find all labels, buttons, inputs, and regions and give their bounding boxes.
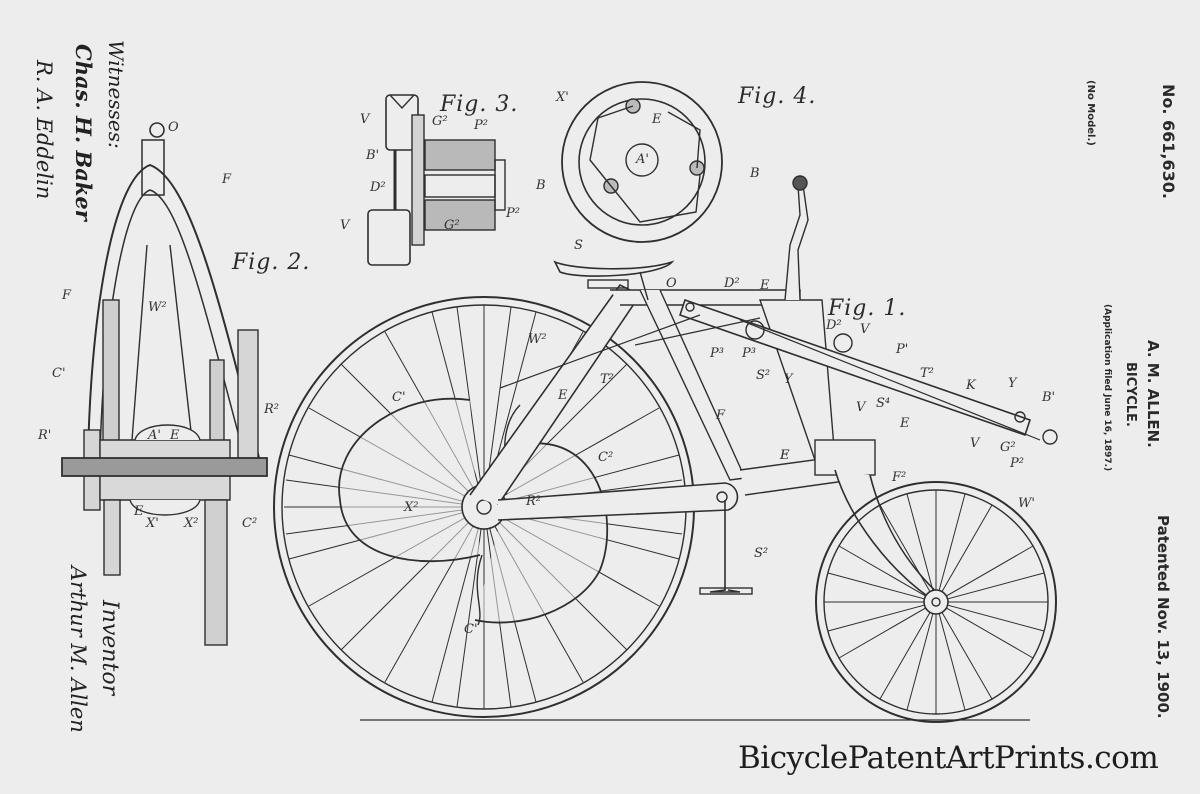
- ref-letter: R²: [264, 402, 279, 417]
- witnesses-label: Witnesses:: [104, 40, 128, 149]
- ref-letter: S⁴: [876, 396, 891, 411]
- ref-letter: W²: [148, 300, 167, 315]
- ref-letter: E: [900, 416, 910, 431]
- ref-letter: E: [558, 388, 568, 403]
- ref-letter: R': [38, 428, 52, 443]
- fig3-pulley-assembly: [367, 94, 506, 266]
- ref-letter: T²: [920, 366, 934, 381]
- ref-letter: E: [134, 504, 144, 519]
- ref-letter: R²: [526, 494, 541, 509]
- ref-letter: B: [536, 178, 546, 193]
- ref-letter: C': [392, 390, 406, 405]
- ref-letter: F: [222, 172, 232, 187]
- ref-letter: S²: [754, 546, 769, 561]
- inventor-signature: Arthur M. Allen: [66, 566, 90, 733]
- witness-signature-1: Chas. H. Baker: [71, 44, 96, 221]
- watermark-website: BicyclePatentArtPrints.com: [738, 740, 1159, 776]
- ref-letter: F: [716, 408, 726, 423]
- fig2-label: Fig. 2.: [232, 250, 311, 275]
- ref-letter: S: [574, 238, 583, 253]
- ref-letter: B': [1042, 390, 1056, 405]
- ref-letter: A': [148, 428, 161, 443]
- fig1-bicycle: [273, 175, 1058, 723]
- ref-letter: V: [340, 218, 350, 233]
- ref-letter: E: [652, 112, 662, 127]
- application-note: (Application filed June 16, 1897.): [1102, 304, 1112, 472]
- ref-letter: C': [464, 622, 478, 637]
- ref-letter: G²: [432, 114, 448, 129]
- ref-letter: O: [666, 276, 677, 291]
- ref-letter: A': [636, 152, 649, 167]
- ref-letter: W': [1018, 496, 1035, 511]
- ref-letter: X': [146, 516, 159, 531]
- ref-letter: F: [780, 448, 790, 463]
- ref-letter: Y: [784, 372, 793, 387]
- ref-letter: B': [366, 148, 380, 163]
- ref-letter: P³: [742, 346, 756, 361]
- ref-letter: X²: [184, 516, 199, 531]
- ref-letter: C²: [242, 516, 258, 531]
- fig4-hub-disc: [561, 81, 723, 243]
- ref-letter: E: [760, 278, 770, 293]
- ref-letter: F: [62, 288, 72, 303]
- ref-letter: P²: [474, 118, 488, 133]
- patented-date: Patented Nov. 13, 1900.: [1154, 515, 1172, 719]
- ref-letter: D²: [826, 318, 842, 333]
- invention-title: BICYCLE.: [1123, 362, 1138, 427]
- ref-letter: V: [970, 436, 980, 451]
- inventor-label: Inventor: [97, 600, 122, 696]
- fig1-label: Fig. 1.: [828, 296, 907, 321]
- ref-letter: K: [966, 378, 976, 393]
- ref-letter: W²: [528, 332, 547, 347]
- ref-letter: B: [750, 166, 760, 181]
- ref-letter: C': [52, 366, 66, 381]
- ref-letter: S²: [756, 368, 771, 383]
- fig4-label: Fig. 4.: [738, 84, 817, 109]
- ref-letter: P²: [1010, 456, 1024, 471]
- ref-letter: E: [170, 428, 180, 443]
- ref-letter: V: [860, 322, 870, 337]
- ref-letter: Y: [1008, 376, 1017, 391]
- ref-letter: F²: [892, 470, 907, 485]
- fig2-fork-section: [61, 122, 268, 646]
- ref-letter: V: [856, 400, 866, 415]
- ref-letter: X': [556, 90, 569, 105]
- ref-letter: D²: [724, 276, 740, 291]
- ref-letter: P³: [710, 346, 724, 361]
- ref-letter: O: [168, 120, 179, 135]
- ref-letter: E: [780, 448, 790, 463]
- ref-letter: V: [360, 112, 370, 127]
- ref-letter: P': [896, 342, 909, 357]
- ref-letter: X²: [404, 500, 419, 515]
- fig3-label: Fig. 3.: [440, 92, 519, 117]
- witness-signature-2: R. A. Eddelin: [32, 60, 56, 200]
- ref-letter: T²: [600, 372, 614, 387]
- ref-letter: G²: [1000, 440, 1016, 455]
- ref-letter: P²: [506, 206, 520, 221]
- patent-number: No. 661,630.: [1159, 84, 1178, 199]
- ref-letter: C²: [598, 450, 614, 465]
- ref-letter: D²: [370, 180, 386, 195]
- ref-letter: G²: [444, 218, 460, 233]
- model-note: (No Model.): [1085, 80, 1096, 146]
- inventor-name: A. M. ALLEN.: [1144, 340, 1162, 448]
